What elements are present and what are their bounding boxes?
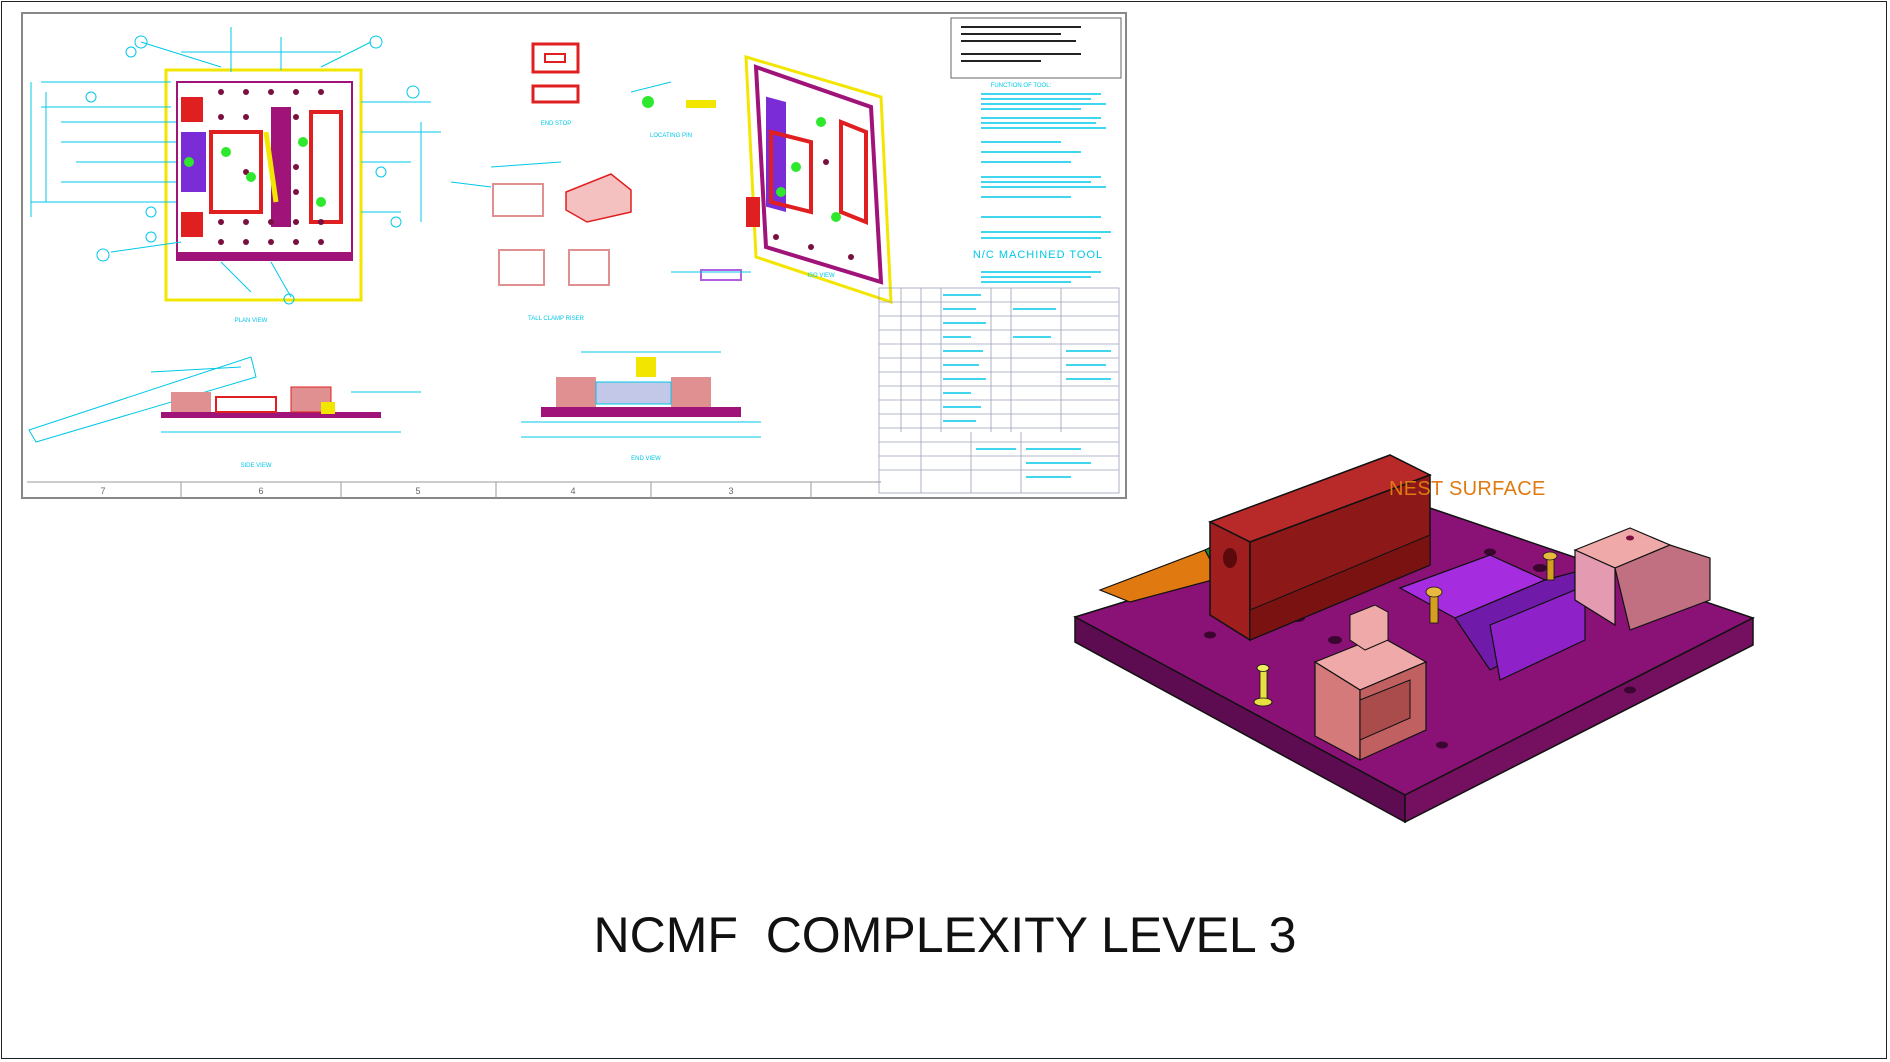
locating-pins — [1253, 551, 1558, 707]
plan-view-label: PLAN VIEW — [235, 318, 268, 324]
plan-view: PLAN VIEW — [30, 27, 441, 324]
end-view-label: END VIEW — [631, 456, 661, 462]
rear-clamp-riser — [1573, 527, 1711, 631]
zone-label: 3 — [728, 486, 733, 496]
notes-block: FUNCTION OF TOOL: N/C MACHINED TOOL — [950, 17, 1122, 283]
detail-views: END STOP TALL CLAMP RISER LOCATING PIN — [450, 42, 751, 322]
side-view-label: SIDE VIEW — [240, 463, 271, 469]
nest-surface-callout: NEST SURFACE — [1389, 478, 1546, 500]
end-stop-label: END STOP — [541, 121, 572, 127]
iso-view-label: ISO VIEW — [807, 273, 835, 279]
tall-clamp-riser-label: TALL CLAMP RISER — [528, 316, 585, 322]
drawing-headline: N/C MACHINED TOOL — [973, 249, 1103, 261]
zone-label: 6 — [258, 486, 263, 496]
engineering-drawing: 7 6 5 4 3 — [21, 12, 1127, 499]
nest-surface-block — [1208, 454, 1432, 642]
side-view: SIDE VIEW — [28, 356, 421, 469]
title-block-entries — [943, 294, 1111, 478]
title-block — [878, 287, 1120, 494]
zone-label: 7 — [100, 486, 105, 496]
locating-pin-label: LOCATING PIN — [650, 133, 692, 139]
zone-label: 5 — [415, 486, 420, 496]
iso-view: ISO VIEW — [744, 54, 893, 305]
slide-title: NCMF COMPLEXITY LEVEL 3 — [593, 907, 1297, 963]
front-clamp-riser — [1313, 604, 1428, 761]
zone-label: 4 — [570, 486, 575, 496]
notes-heading: FUNCTION OF TOOL: — [991, 83, 1052, 89]
fixture-3d-model — [1073, 454, 1755, 824]
end-view: END VIEW — [521, 351, 761, 462]
